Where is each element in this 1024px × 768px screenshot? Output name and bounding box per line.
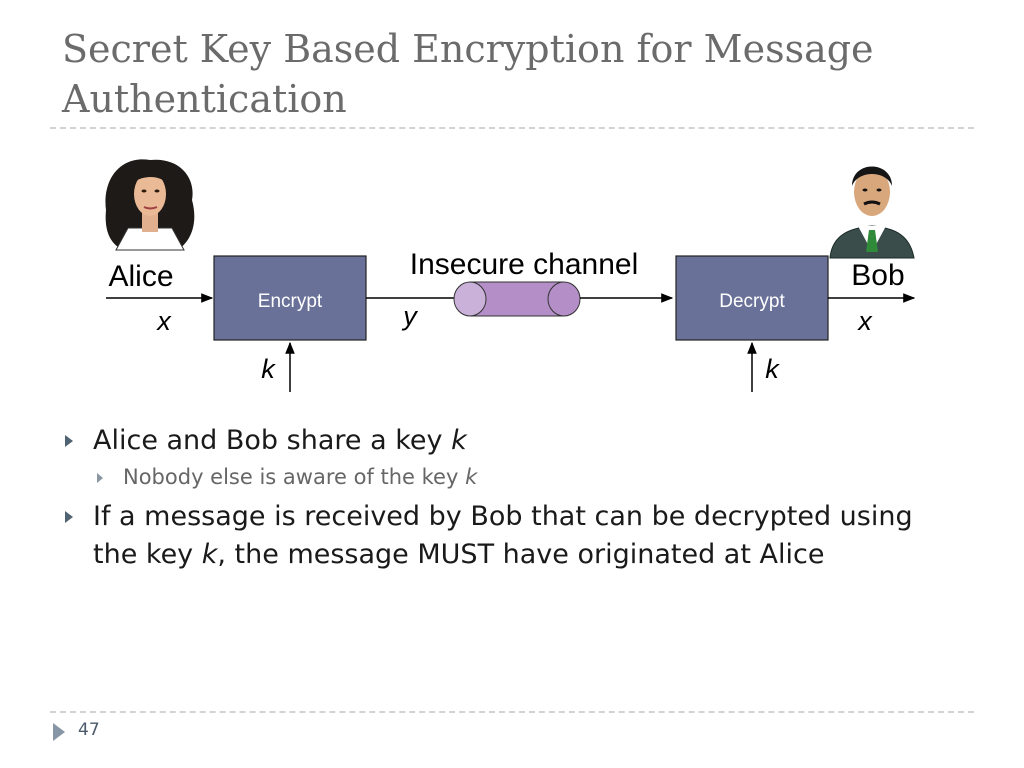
- footer-triangle-icon: [53, 723, 65, 741]
- decrypt-label: Decrypt: [719, 291, 785, 312]
- bullet-text: Alice and Bob share a key: [93, 425, 452, 456]
- bullet-text: If a message is received by Bob that can…: [93, 501, 913, 570]
- triangle-bullet-icon: [65, 435, 73, 447]
- triangle-bullet-icon: [65, 511, 73, 523]
- encrypt-label: Encrypt: [258, 291, 323, 312]
- decrypt-box: [675, 255, 829, 341]
- bob-portrait: [829, 166, 915, 259]
- title-divider: [50, 127, 974, 129]
- footer-divider: [50, 711, 974, 713]
- bullet-key-var: k: [201, 539, 218, 570]
- plaintext-input-label: x: [155, 306, 172, 336]
- slide-number: 47: [78, 720, 100, 740]
- bullet-item: Alice and Bob share a key k: [60, 422, 960, 460]
- key-label-right: k: [765, 354, 780, 384]
- insecure-channel-pipe: [453, 281, 581, 317]
- bob-label: Bob: [851, 259, 904, 292]
- sub-bullet-key-var: k: [465, 465, 478, 489]
- bullet-list: Alice and Bob share a key k Nobody else …: [60, 422, 960, 574]
- triangle-bullet-icon: [97, 473, 103, 483]
- bullet-item: If a message is received by Bob that can…: [60, 498, 960, 574]
- sub-bullet-item: Nobody else is aware of the key k: [60, 462, 960, 492]
- channel-label: Insecure channel: [410, 248, 639, 281]
- alice-portrait: [105, 159, 195, 251]
- encrypt-box: [213, 255, 367, 341]
- plaintext-output-label: x: [856, 306, 873, 336]
- sub-bullet-text: Nobody else is aware of the key: [123, 465, 466, 489]
- alice-label: Alice: [108, 260, 173, 293]
- ciphertext-label: y: [401, 301, 418, 331]
- slide-title: Secret Key Based Encryption for Message …: [62, 27, 874, 121]
- key-label-left: k: [261, 354, 276, 384]
- bullet-key-var: k: [451, 425, 467, 456]
- bullet-text-tail: , the message MUST have originated at Al…: [217, 539, 825, 570]
